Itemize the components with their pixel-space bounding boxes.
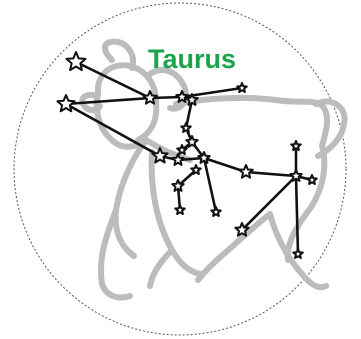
constellation-title: Taurus	[148, 44, 236, 74]
